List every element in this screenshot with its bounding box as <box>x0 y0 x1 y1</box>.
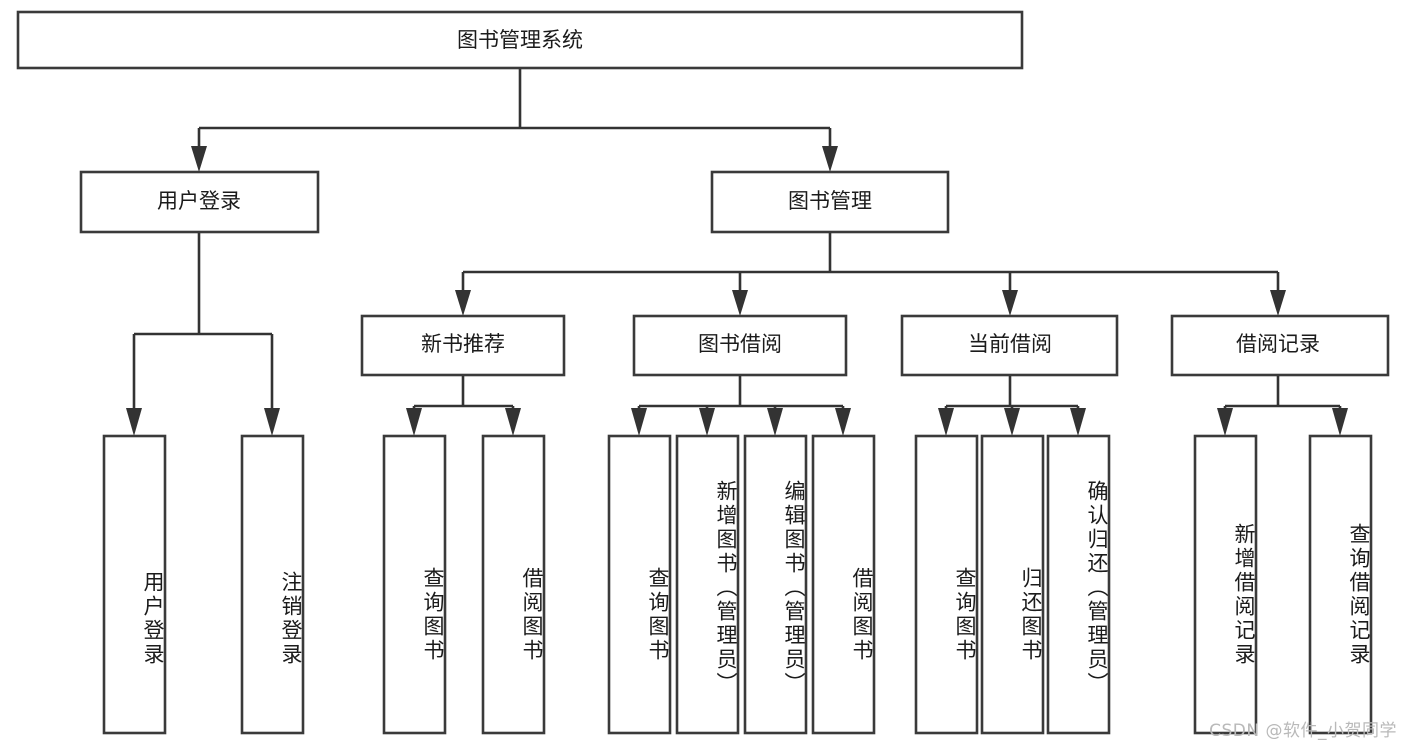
node-user-login-box[interactable] <box>79 170 320 234</box>
node-borrow-record-box[interactable] <box>1170 314 1390 377</box>
leaf-box-logout[interactable] <box>240 434 305 735</box>
connectors-user-login <box>126 232 280 436</box>
node-book-management[interactable]: 图书管理 <box>710 170 950 234</box>
arrow-head-book-mgmt <box>822 146 838 172</box>
leaf-box-bb-add-book[interactable] <box>675 434 740 735</box>
connectors-new-book <box>406 375 521 436</box>
connectors-book-mgmt <box>455 232 1286 316</box>
leaf-box-cb-query-book[interactable] <box>914 434 979 735</box>
leaf-box-nb-query-book[interactable] <box>382 434 447 735</box>
node-root-label: 图书管理系统 <box>457 28 583 52</box>
arrow-head-cb-leaf-2 <box>1004 408 1020 436</box>
node-new-book-recommend[interactable]: 新书推荐 <box>360 314 566 377</box>
arrow-head-cb-leaf-3 <box>1070 408 1086 436</box>
arrow-head-current-borrow <box>1002 290 1018 316</box>
leaf-box-cb-confirm-return[interactable] <box>1046 434 1111 735</box>
arrow-head-user-login <box>191 146 207 172</box>
node-new-book-recommend-box[interactable] <box>360 314 566 377</box>
leaf-box-user-login[interactable] <box>102 434 167 735</box>
node-borrow-record[interactable]: 借阅记录 <box>1170 314 1390 377</box>
leaf-box-br-add-record[interactable] <box>1193 434 1258 735</box>
node-current-borrow-label: 当前借阅 <box>968 332 1052 356</box>
node-book-borrow-label: 图书借阅 <box>698 332 782 356</box>
node-root-box[interactable] <box>16 10 1024 70</box>
arrow-head-br-leaf-1 <box>1217 408 1233 436</box>
node-user-login[interactable]: 用户登录 <box>79 170 320 234</box>
node-root[interactable]: 图书管理系统 <box>16 10 1024 70</box>
leaf-box-nb-borrow-book[interactable] <box>481 434 546 735</box>
node-book-management-label: 图书管理 <box>788 189 872 213</box>
arrow-head-borrow-record <box>1270 290 1286 316</box>
connectors-borrow-record <box>1217 375 1348 436</box>
arrow-head-bb-leaf-2 <box>699 408 715 436</box>
connectors-book-borrow <box>631 375 851 436</box>
leaf-box-br-query-record[interactable] <box>1308 434 1373 735</box>
node-new-book-recommend-label: 新书推荐 <box>421 332 505 356</box>
arrow-head-book-borrow <box>732 290 748 316</box>
arrow-head-nb-leaf-2 <box>505 408 521 436</box>
leaf-box-bb-edit-book[interactable] <box>743 434 808 735</box>
node-current-borrow-box[interactable] <box>900 314 1119 377</box>
arrow-head-bb-leaf-4 <box>835 408 851 436</box>
arrow-head-new-book <box>455 290 471 316</box>
arrow-head-cb-leaf-1 <box>938 408 954 436</box>
node-user-login-label: 用户登录 <box>157 189 241 213</box>
arrow-head-nb-leaf-1 <box>406 408 422 436</box>
watermark-text: CSDN @软件_小贺同学 <box>1209 721 1397 741</box>
leaf-box-bb-borrow-book[interactable] <box>811 434 876 735</box>
node-borrow-record-label: 借阅记录 <box>1236 332 1320 356</box>
arrow-head-br-leaf-2 <box>1332 408 1348 436</box>
node-current-borrow[interactable]: 当前借阅 <box>900 314 1119 377</box>
node-book-borrow[interactable]: 图书借阅 <box>632 314 848 377</box>
node-book-borrow-box[interactable] <box>632 314 848 377</box>
arrow-head-bb-leaf-1 <box>631 408 647 436</box>
leaf-box-bb-query-book[interactable] <box>607 434 672 735</box>
arrow-head-leaf-user-login <box>126 408 142 436</box>
connectors-root <box>191 68 838 172</box>
leaf-box-cb-return-book[interactable] <box>980 434 1045 735</box>
arrow-head-leaf-logout <box>264 408 280 436</box>
arrow-head-bb-leaf-3 <box>767 408 783 436</box>
connectors-current-borrow <box>938 375 1086 436</box>
node-book-management-box[interactable] <box>710 170 950 234</box>
